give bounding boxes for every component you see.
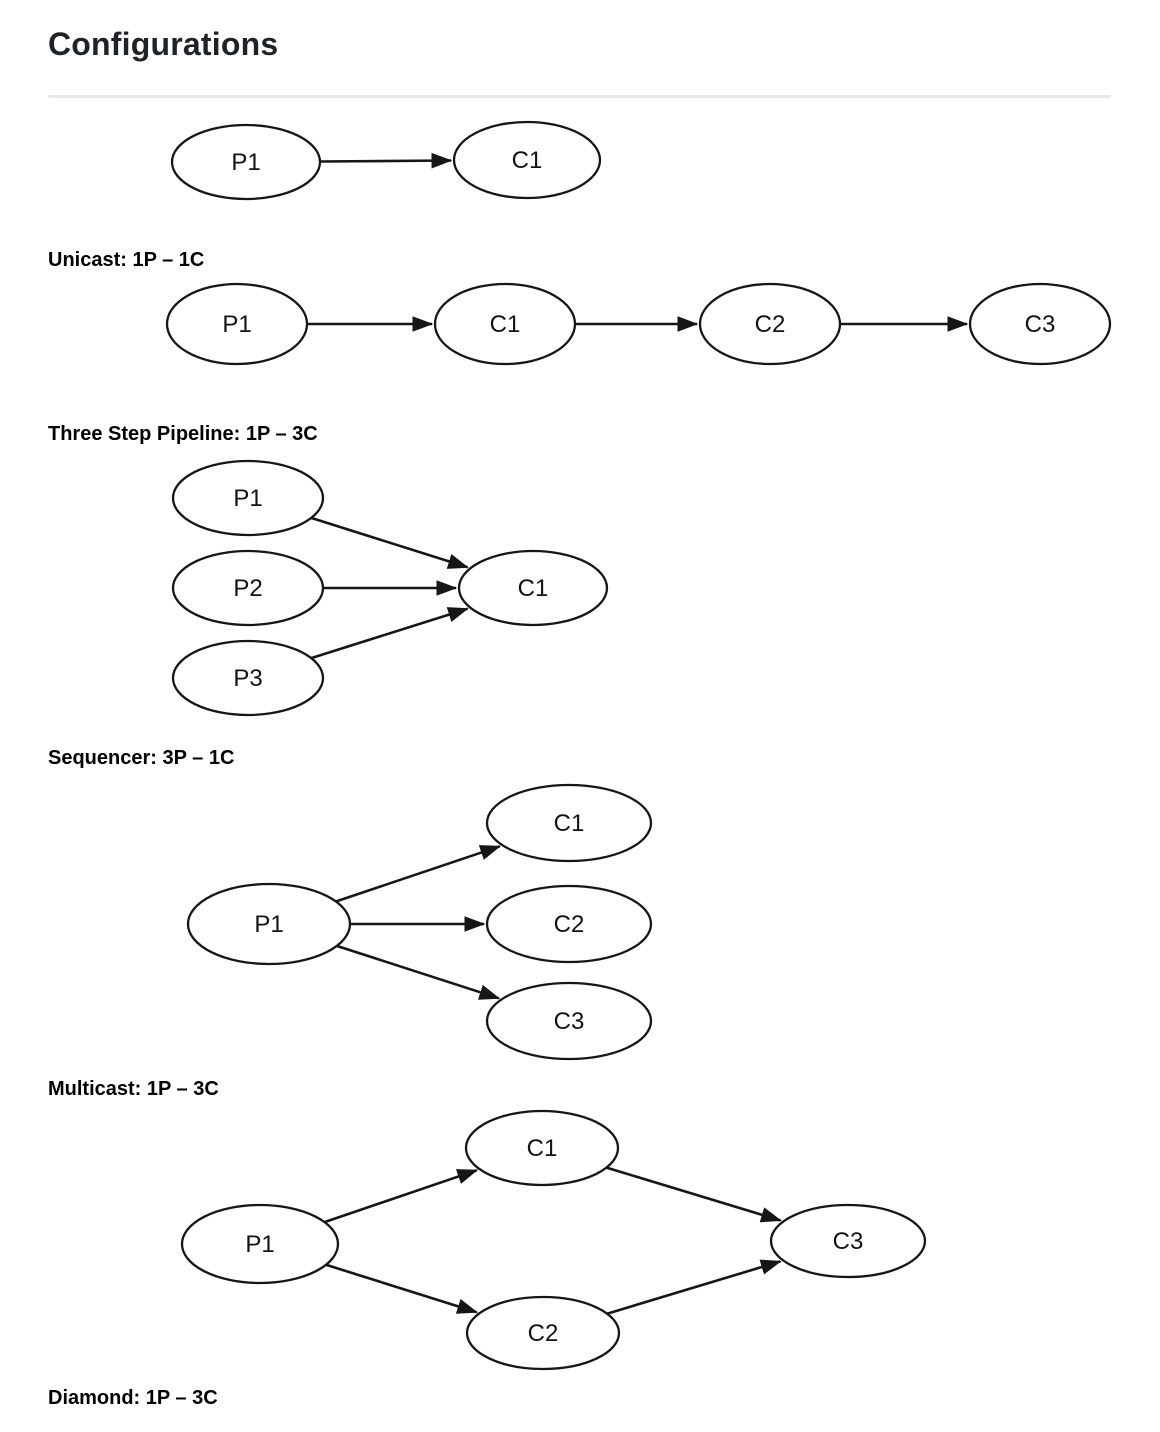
node-three-step-pipeline-C3: C3 <box>968 282 1112 366</box>
edge-C1-to-C3 <box>606 1166 782 1223</box>
diagram-three-step-pipeline: P1 C1 C2 C3 <box>165 282 1112 366</box>
page-title: Configurations <box>48 26 279 62</box>
node-ellipse <box>186 882 352 966</box>
node-diamond-C1: C1 <box>464 1109 620 1187</box>
node-label: P1 <box>233 485 262 512</box>
node-ellipse <box>165 282 309 366</box>
diagram-unicast: P1 C1 <box>170 120 602 201</box>
node-multicast-C3: C3 <box>485 981 653 1061</box>
edge-P1-to-C1 <box>310 516 469 569</box>
caption-sequencer: Sequencer: 3P – 1C <box>48 747 235 769</box>
node-label: P2 <box>233 575 262 602</box>
node-label: C1 <box>512 147 543 174</box>
node-label: C3 <box>1025 311 1056 338</box>
edge-P1-to-C2 <box>325 1263 479 1314</box>
node-label: P1 <box>222 311 251 338</box>
edge-P1-to-C1 <box>324 1168 479 1224</box>
node-label: P1 <box>245 1231 274 1258</box>
node-ellipse <box>698 282 842 366</box>
node-label: C2 <box>528 1320 559 1347</box>
caption-three-step-pipeline: Three Step Pipeline: 1P – 3C <box>48 423 318 445</box>
node-sequencer-P3: P3 <box>171 639 325 717</box>
node-ellipse <box>485 981 653 1061</box>
title-divider <box>48 95 1111 98</box>
edge-P1-to-C1 <box>319 152 453 169</box>
node-ellipse <box>457 549 609 627</box>
node-label: C3 <box>833 1228 864 1255</box>
node-ellipse <box>180 1203 340 1285</box>
edge-P3-to-C1 <box>310 607 469 660</box>
edge-P1-to-C1 <box>335 845 502 903</box>
node-ellipse <box>464 1109 620 1187</box>
node-sequencer-P2: P2 <box>171 549 325 627</box>
node-ellipse <box>485 884 653 964</box>
node-label: C2 <box>554 911 585 938</box>
node-sequencer-C1: C1 <box>457 549 609 627</box>
node-label: C3 <box>554 1008 585 1035</box>
node-ellipse <box>170 123 322 201</box>
node-label: C1 <box>527 1135 558 1162</box>
node-ellipse <box>171 639 325 717</box>
node-label: C1 <box>490 311 521 338</box>
node-multicast-C2: C2 <box>485 884 653 964</box>
edge-P1-to-C3 <box>336 944 501 1000</box>
node-unicast-C1: C1 <box>452 120 602 200</box>
node-ellipse <box>968 282 1112 366</box>
node-label: C1 <box>554 810 585 837</box>
node-ellipse <box>769 1203 927 1279</box>
node-diamond-C3: C3 <box>769 1203 927 1279</box>
node-ellipse <box>465 1295 621 1371</box>
node-label: P1 <box>254 911 283 938</box>
node-label: P3 <box>233 665 262 692</box>
node-multicast-P1: P1 <box>186 882 352 966</box>
caption-unicast: Unicast: 1P – 1C <box>48 249 205 271</box>
node-diamond-C2: C2 <box>465 1295 621 1371</box>
node-label: P1 <box>231 149 260 176</box>
node-diamond-P1: P1 <box>180 1203 340 1285</box>
node-three-step-pipeline-C2: C2 <box>698 282 842 366</box>
edge-C2-to-C3 <box>606 1259 782 1315</box>
node-ellipse <box>433 282 577 366</box>
node-ellipse <box>452 120 602 200</box>
node-three-step-pipeline-C1: C1 <box>433 282 577 366</box>
node-multicast-C1: C1 <box>485 783 653 863</box>
node-sequencer-P1: P1 <box>171 459 325 537</box>
caption-multicast: Multicast: 1P – 3C <box>48 1078 219 1100</box>
node-unicast-P1: P1 <box>170 123 322 201</box>
node-label: C2 <box>755 311 786 338</box>
caption-diamond: Diamond: 1P – 3C <box>48 1387 218 1409</box>
node-ellipse <box>171 459 325 537</box>
node-ellipse <box>485 783 653 863</box>
node-three-step-pipeline-P1: P1 <box>165 282 309 366</box>
node-label: C1 <box>518 575 549 602</box>
node-ellipse <box>171 549 325 627</box>
